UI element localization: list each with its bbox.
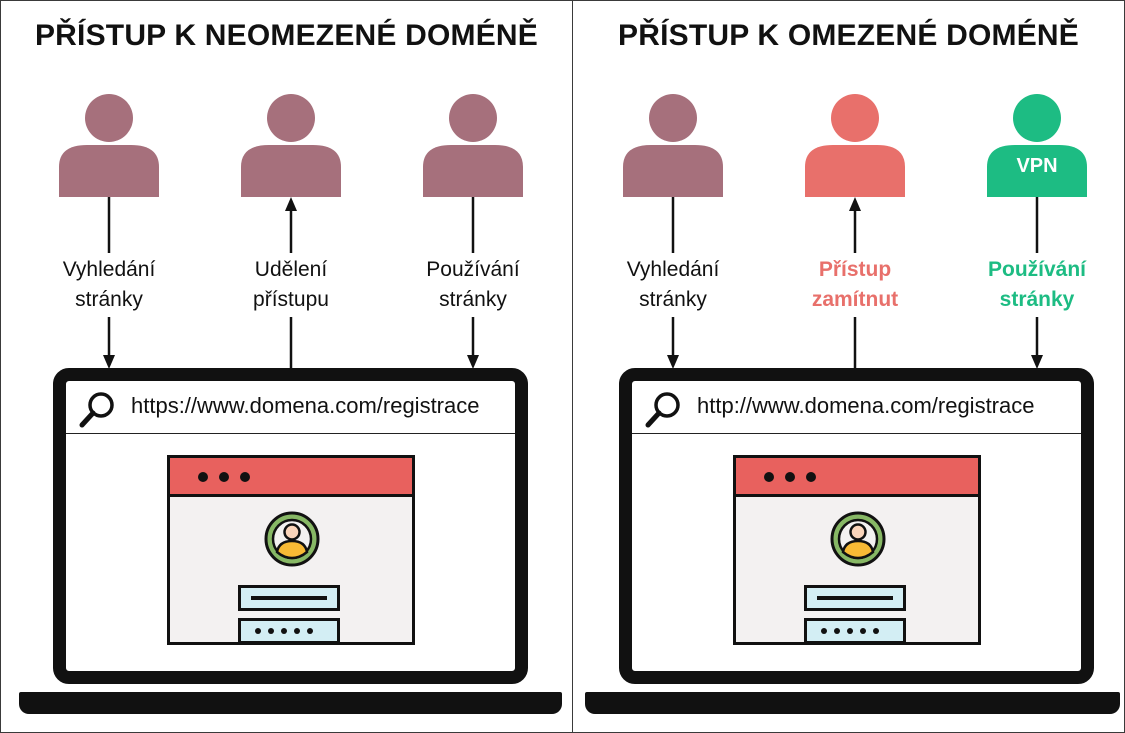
search-icon [79,392,114,428]
login-window [167,455,415,645]
arrow-down [667,197,679,369]
address-bar[interactable]: http://www.domena.com/registrace [632,381,1081,434]
window-header [170,458,412,497]
username-field[interactable] [804,585,906,611]
login-avatar-icon [830,511,886,567]
login-avatar-icon [264,511,320,567]
login-window [733,455,981,645]
panel-title: PŘÍSTUP K NEOMEZENÉ DOMÉNĚ [34,19,539,52]
user-icon [59,93,159,197]
arrow-down [467,197,479,369]
address-bar[interactable]: https://www.domena.com/registrace [66,381,515,434]
user-icon [623,93,723,197]
laptop-screen: https://www.domena.com/registrace [53,368,528,684]
arrow-up [849,197,861,369]
user-icon [241,93,341,197]
vpn-label: VPN [1016,155,1058,177]
password-field[interactable] [238,618,340,644]
laptop-notch [808,381,905,389]
laptop-base [585,692,1120,714]
url-text: https://www.domena.com/registrace [131,393,480,418]
arrow-down [103,197,115,369]
url-text: http://www.domena.com/registrace [697,393,1035,418]
laptop-base [19,692,562,714]
window-header [736,458,978,497]
arrow-up [285,197,297,369]
username-field[interactable] [238,585,340,611]
panel-title: PŘÍSTUP K OMEZENÉ DOMÉNĚ [618,19,1079,52]
password-field[interactable] [804,618,906,644]
arrow-down [1031,197,1043,369]
laptop-notch [242,381,339,389]
search-icon [645,392,680,428]
vpn-user-icon: VPN [987,93,1087,197]
laptop-screen: http://www.domena.com/registrace [619,368,1094,684]
denied-user-icon [805,93,905,197]
user-icon [423,93,523,197]
